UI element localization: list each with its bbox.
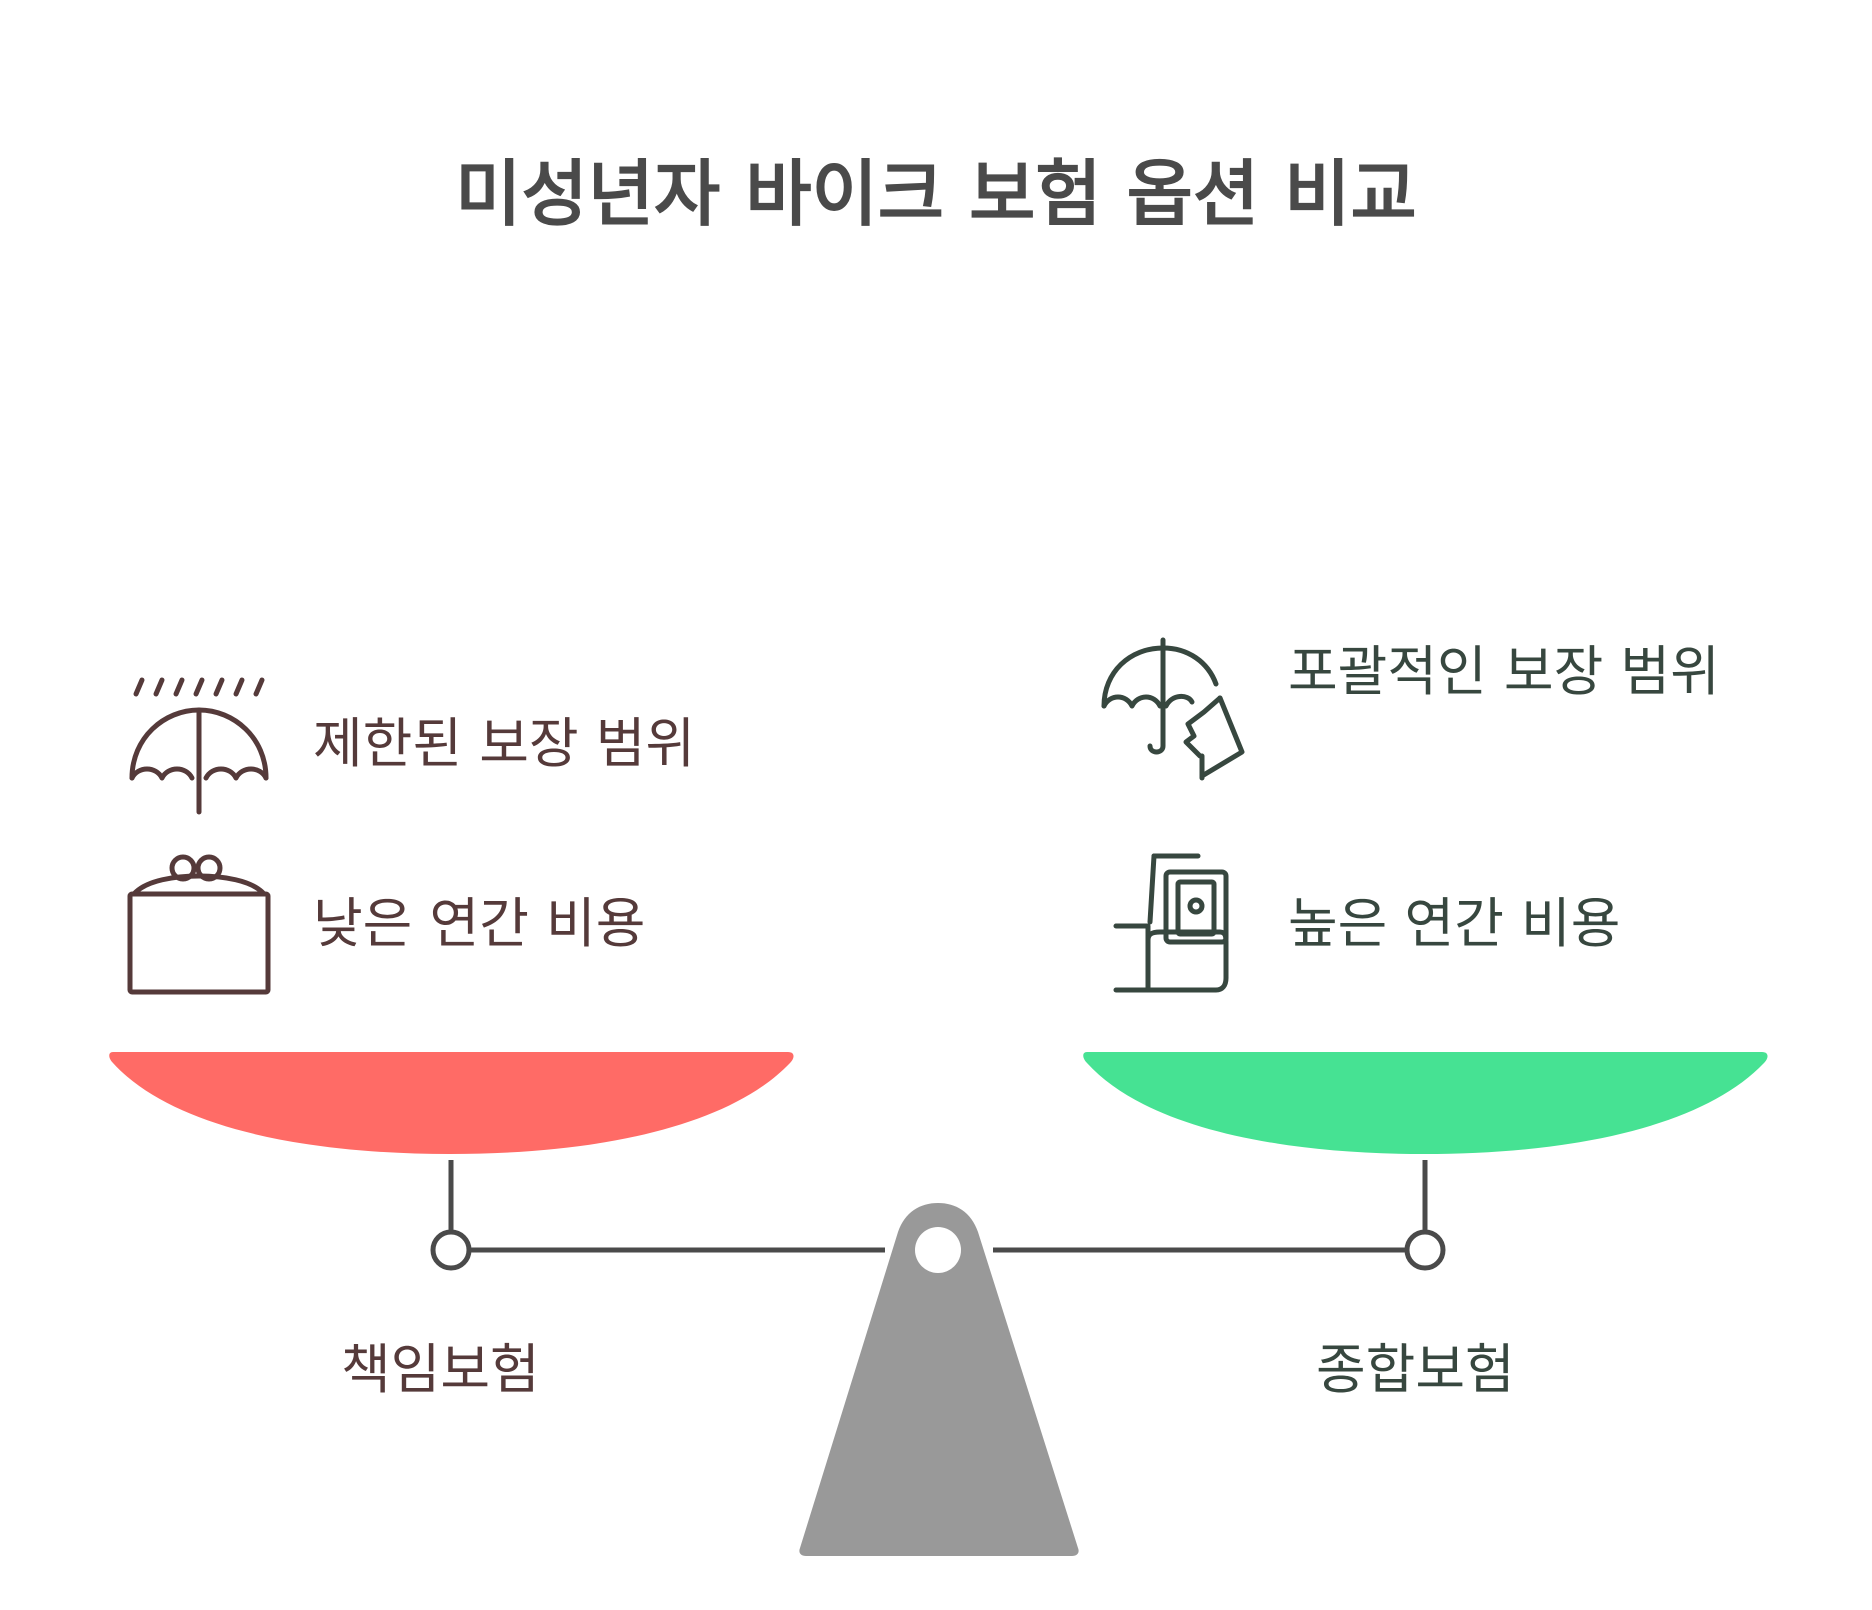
umbrella-rain-icon (128, 670, 274, 820)
left-pivot (430, 1229, 472, 1271)
right-pivot (1404, 1229, 1446, 1271)
left-item-cost-label: 낮은 연간 비용 (313, 892, 646, 955)
right-item-coverage-text: 포괄적인 보장 범위 (1288, 640, 1720, 703)
right-item-coverage-label: 포괄적인 보장 범위 (1288, 636, 1728, 708)
right-option-label: 종합보험 (1316, 1338, 1515, 1401)
right-item-cost-label: 높은 연간 비용 (1288, 892, 1621, 955)
fulcrum (799, 1203, 1079, 1556)
purse-icon (126, 852, 272, 996)
fulcrum-hole (915, 1227, 961, 1273)
hand-money-icon (1112, 852, 1240, 996)
left-option-label: 책임보험 (341, 1338, 540, 1401)
umbrella-hand-icon (1100, 636, 1248, 784)
left-pan (109, 1052, 794, 1154)
left-item-coverage-label: 제한된 보장 범위 (313, 712, 696, 775)
right-pan (1083, 1052, 1768, 1154)
diagram-title: 미성년자 바이크 보험 옵션 비교 (455, 152, 1417, 236)
